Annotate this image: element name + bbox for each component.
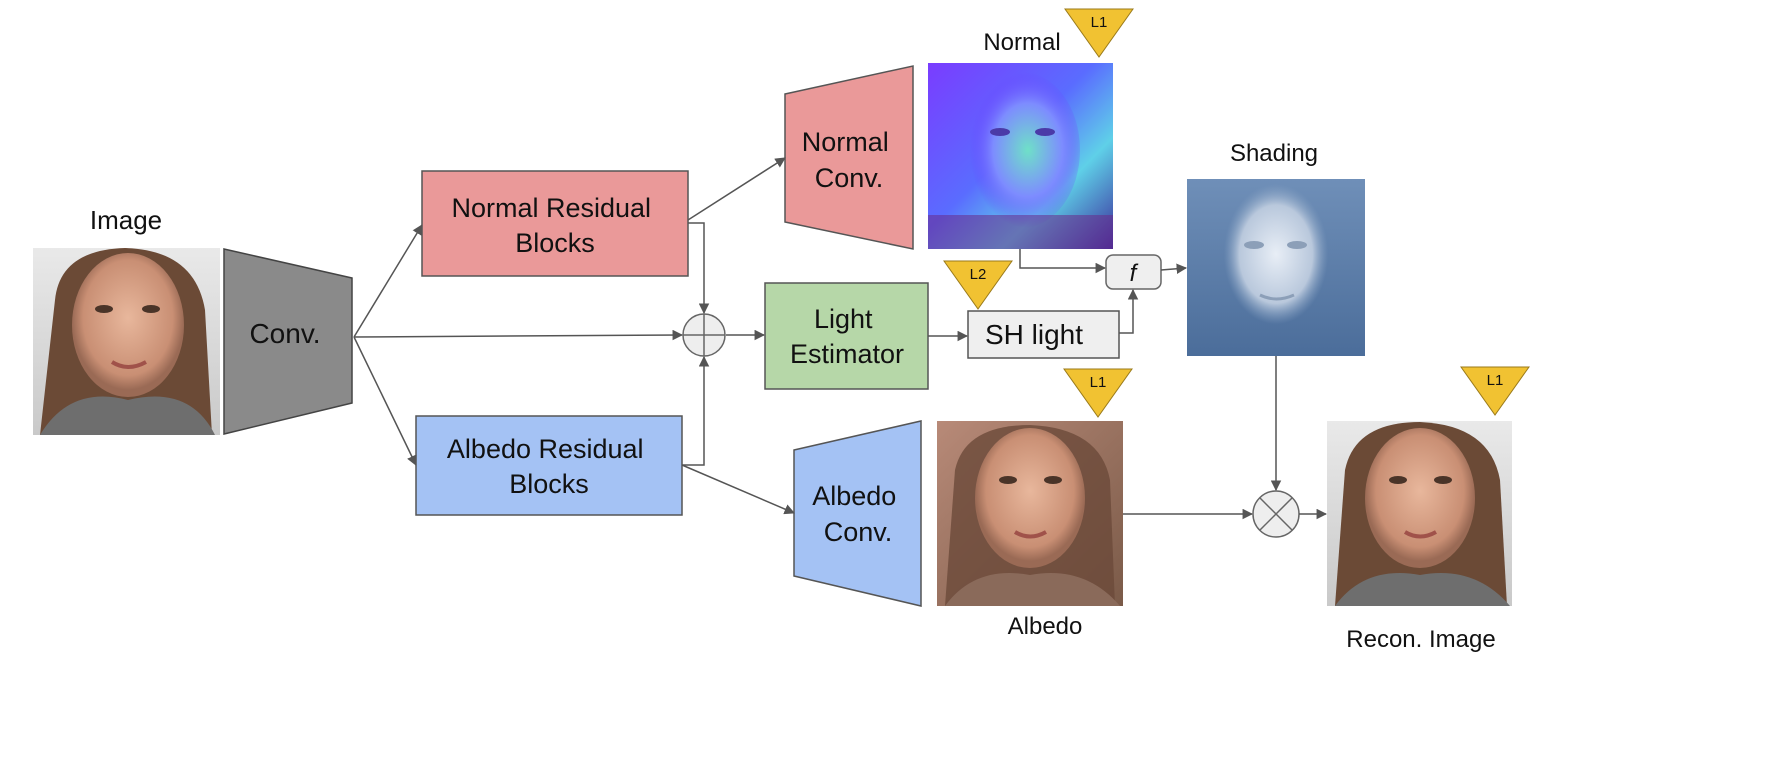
loss-badge-sh: L2: [943, 260, 1013, 310]
recon-label: Recon. Image: [1346, 626, 1495, 653]
multiply-operator: [1252, 490, 1300, 538]
albedo-conv-label: Albedo Conv.: [812, 481, 904, 547]
normal-residual-block: [421, 170, 689, 277]
shading-label: Shading: [1230, 140, 1318, 167]
connector-arrows: [353, 157, 1328, 520]
normal-conv-block: [784, 65, 914, 250]
image-label: Image: [90, 205, 162, 235]
albedo-conv-block: [793, 420, 922, 607]
input-face-image: [33, 248, 220, 435]
loss-badge-recon: L1: [1460, 366, 1530, 416]
svg-text:L1: L1: [1487, 372, 1504, 389]
loss-badge-normal: L1: [1064, 8, 1134, 58]
light-estimator-block: [764, 282, 929, 390]
svg-text:L1: L1: [1091, 14, 1108, 31]
conv-label: Conv.: [249, 318, 320, 349]
normal-conv-label: Normal Conv.: [802, 127, 897, 193]
albedo-label: Albedo: [1008, 613, 1083, 640]
loss-badge-albedo: L1: [1063, 368, 1133, 418]
sh-light-label: SH light: [985, 319, 1083, 350]
albedo-residual-label: Albedo Residual Blocks: [447, 434, 651, 499]
svg-text:L1: L1: [1090, 374, 1107, 391]
sum-operator: [682, 313, 726, 357]
recon-face-image: [1327, 421, 1512, 606]
normal-residual-label: Normal Residual Blocks: [451, 193, 658, 258]
conv-block: [223, 248, 353, 435]
f-function-label: f: [1130, 260, 1139, 287]
normal-label: Normal: [983, 29, 1060, 56]
svg-text:L2: L2: [970, 266, 987, 283]
shading-image: [1187, 179, 1365, 356]
albedo-residual-block: [415, 415, 683, 516]
sh-light-block: [967, 310, 1120, 359]
albedo-image: [937, 421, 1123, 606]
normal-map-image: [928, 63, 1113, 249]
light-estimator-label: Light Estimator: [790, 304, 904, 369]
